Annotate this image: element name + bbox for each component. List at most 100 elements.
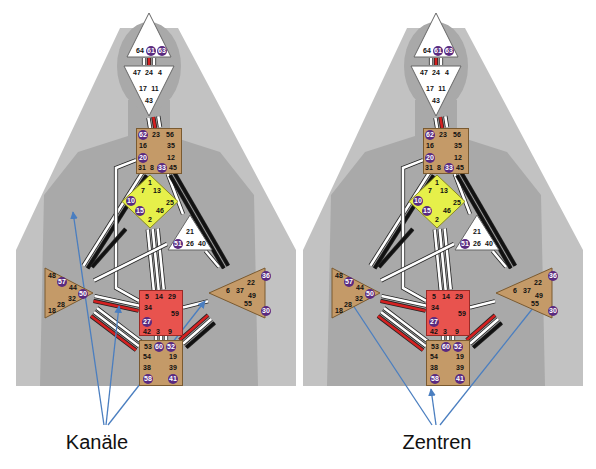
solar-plexus-center: 3622637495530 <box>495 267 561 319</box>
channel-outline <box>152 58 156 65</box>
center-outline <box>414 13 458 57</box>
spleen-center: 48574450322818 <box>44 267 94 319</box>
channel-outline <box>461 173 515 266</box>
channel-outline <box>445 116 447 127</box>
center-outline <box>424 129 469 174</box>
gate-number: 30 <box>261 306 271 316</box>
gate-number: 31 <box>138 164 146 172</box>
channel-outline <box>148 118 150 129</box>
channel-outline <box>435 230 441 291</box>
gate-number: 35 <box>167 142 175 150</box>
center-outline <box>496 268 552 318</box>
gate-number: 6 <box>226 287 230 295</box>
gate-number: 48 <box>335 272 343 280</box>
channel-outline <box>95 296 140 306</box>
channel-outline <box>148 230 154 291</box>
gate-number: 22 <box>534 279 542 287</box>
channel <box>148 229 164 291</box>
channel <box>435 229 451 291</box>
channel-strand <box>155 336 158 340</box>
gate-number: 26 <box>186 240 194 248</box>
gate-number: 60 <box>441 342 451 352</box>
gate-number: 14 <box>155 293 163 301</box>
channel-outline <box>206 251 220 267</box>
gate-number: 53 <box>144 343 152 351</box>
channel-strand <box>148 230 154 291</box>
gate-number: 57 <box>57 277 67 287</box>
gate-number: 26 <box>473 240 481 248</box>
center-outline <box>122 175 178 228</box>
channel <box>156 336 166 340</box>
gate-number: 2 <box>435 216 439 224</box>
gate-number: 15 <box>422 206 432 216</box>
channel-strand <box>378 316 423 350</box>
channel-outline <box>174 173 228 266</box>
gate-number: 8 <box>437 164 441 172</box>
gate-number: 59 <box>171 310 179 318</box>
channel-strand <box>470 301 495 307</box>
gate-number: 23 <box>439 131 447 139</box>
gate-number: 33 <box>444 163 454 173</box>
gate-number: 13 <box>153 187 161 195</box>
gate-number: 30 <box>548 306 558 316</box>
gate-number: 61 <box>433 46 443 56</box>
ego-center: 21512640 <box>167 214 213 251</box>
channel <box>94 244 167 281</box>
gate-number: 7 <box>428 187 432 195</box>
channel-outline <box>164 336 168 340</box>
channel-strand <box>148 58 151 65</box>
gate-number: 25 <box>453 199 461 207</box>
channel <box>381 244 454 281</box>
channel <box>144 58 154 65</box>
channel-strand <box>382 296 427 306</box>
caption-label: Zentren <box>403 431 472 454</box>
channel-outline <box>441 336 445 340</box>
gate-number: 10 <box>413 196 423 206</box>
gate-number: 45 <box>169 164 177 172</box>
shoulders <box>327 100 545 386</box>
gate-number: 17 <box>426 85 434 93</box>
gate-number: 29 <box>168 293 176 301</box>
channel-outline <box>446 336 450 340</box>
channel-strand <box>447 336 450 340</box>
channel-strand <box>445 116 447 127</box>
channel-strand <box>94 244 167 281</box>
gate-number: 40 <box>198 240 206 248</box>
gate-number: 47 <box>133 69 141 77</box>
gate-number: 22 <box>247 279 255 287</box>
channel-outline <box>434 58 438 65</box>
gate-number: 55 <box>531 300 539 308</box>
center-outline <box>427 341 470 386</box>
channel-outline <box>92 229 126 267</box>
gate-number: 15 <box>135 206 145 216</box>
chart-ground <box>303 22 583 386</box>
leader-line <box>73 212 104 425</box>
gate-number: 16 <box>139 142 147 150</box>
channel-strand <box>440 58 443 65</box>
gate-number: 41 <box>168 374 178 384</box>
channel <box>378 308 429 350</box>
gate-number: 42 <box>430 328 438 336</box>
gate-number: 37 <box>523 287 531 295</box>
gate-number: 56 <box>166 131 174 139</box>
gate-number: 31 <box>425 164 433 172</box>
center-outline <box>411 66 461 116</box>
gate-number: 50 <box>365 289 375 299</box>
shoulders <box>40 100 258 386</box>
ground <box>303 28 583 386</box>
gate-number: 21 <box>473 228 481 236</box>
channel-strand <box>153 117 155 128</box>
gate-number: 38 <box>430 364 438 372</box>
gate-number: 34 <box>431 304 439 312</box>
channel <box>116 160 139 301</box>
channel <box>493 251 507 267</box>
gate-number: 12 <box>454 154 462 162</box>
gate-number: 54 <box>430 353 438 361</box>
gate-number: 59 <box>458 310 466 318</box>
channel-strand <box>381 312 426 346</box>
center-outline <box>427 291 470 336</box>
spleen-center: 48574450322818 <box>331 267 381 319</box>
